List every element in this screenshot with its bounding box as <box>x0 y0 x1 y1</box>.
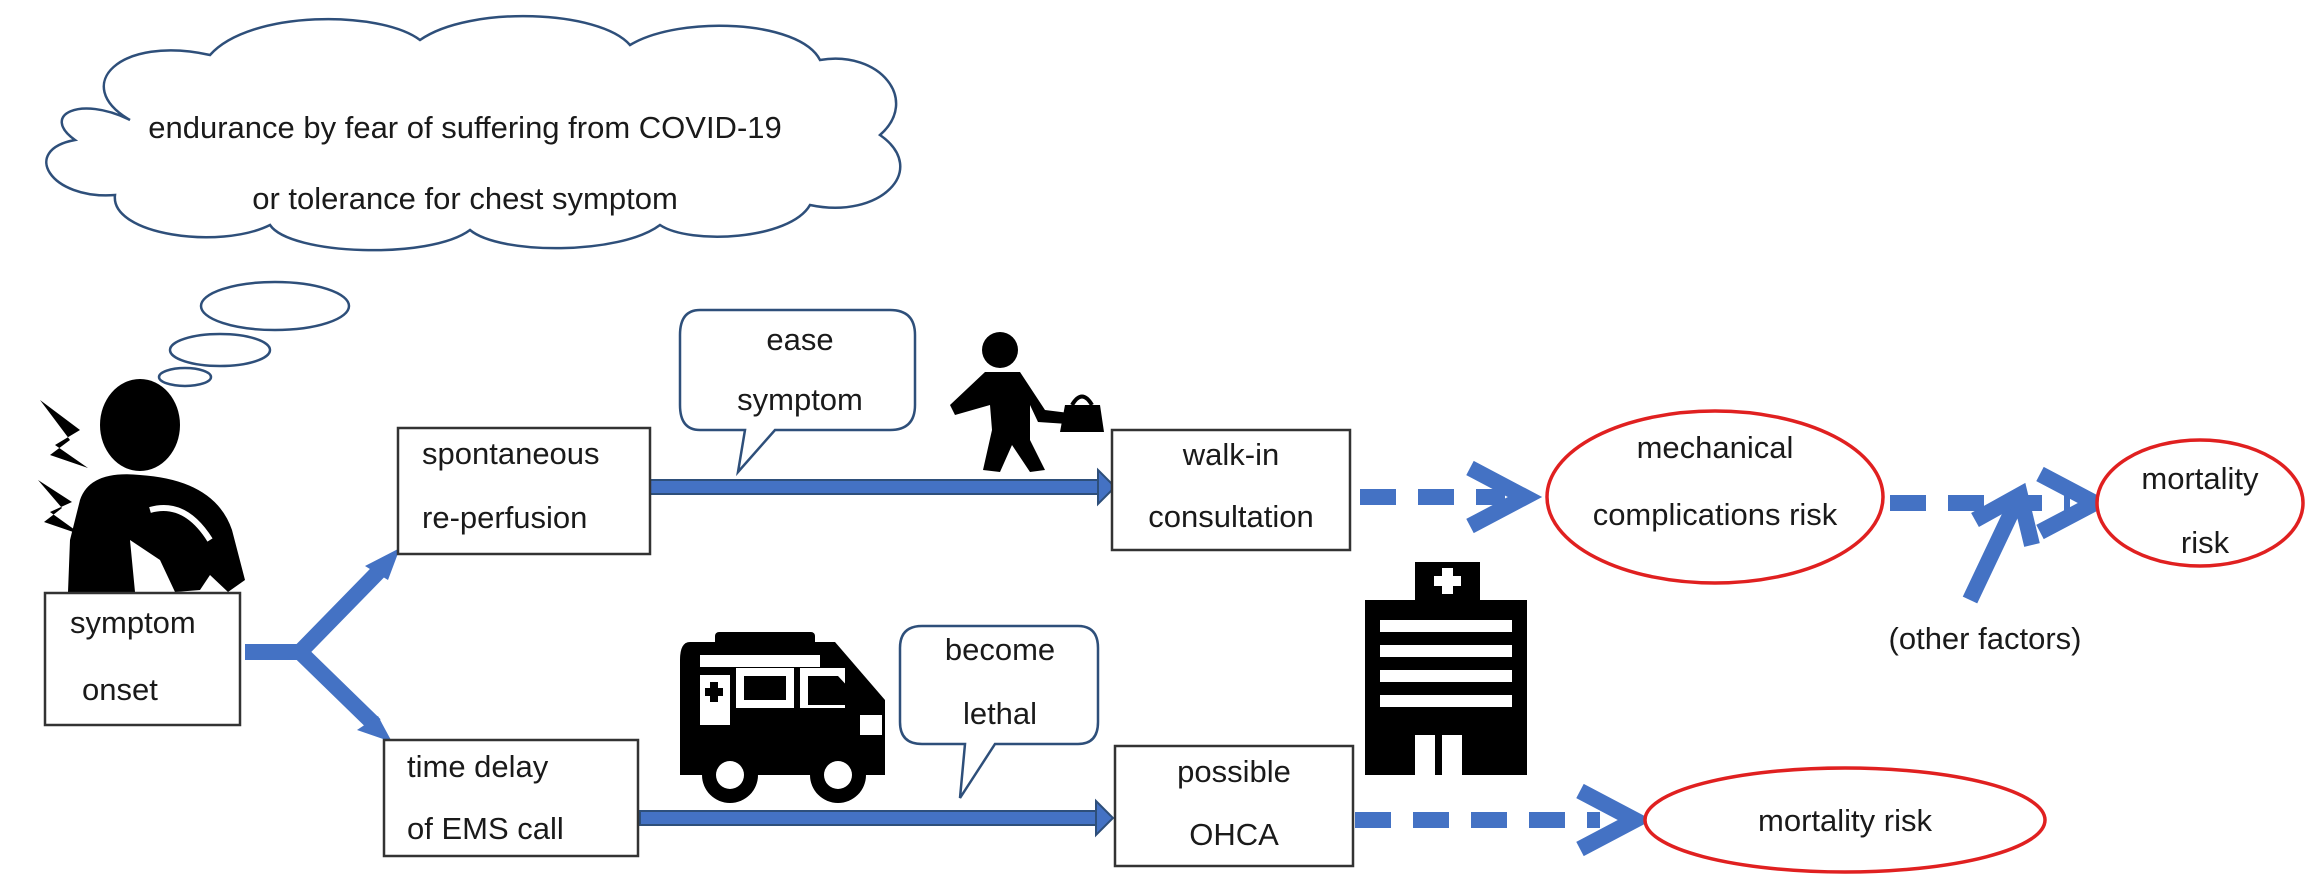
ohca-line-2: OHCA <box>1189 817 1279 852</box>
walk-in-line-1: walk-in <box>1182 437 1279 472</box>
mortality-top-line-1: mortality <box>2141 461 2259 496</box>
lightning-icon <box>38 400 88 535</box>
ohca-box: possible OHCA <box>1113 744 1355 868</box>
time-delay-box: time delay of EMS call <box>382 738 640 858</box>
mechanical-line-2: complications risk <box>1593 497 1838 532</box>
mechanical-complications-ellipse: mechanical complications risk <box>1545 409 1885 585</box>
mortality-risk-top-ellipse: mortality risk <box>2095 438 2305 568</box>
symptom-onset-line-1: symptom <box>70 605 196 640</box>
ease-symptom-bubble: ease symptom <box>678 308 917 477</box>
dashed-arrow-ohca-to-mortality <box>1355 783 1653 857</box>
dashed-arrow-walkin-to-mechanical <box>1360 460 1543 534</box>
mortality-top-line-2: risk <box>2181 525 2230 560</box>
thought-dot-large <box>199 280 351 332</box>
thought-dot-medium <box>168 332 272 368</box>
arrow-spontaneous-to-walkin <box>649 467 1117 507</box>
walking-person-icon <box>950 332 1104 472</box>
dashed-arrow-mechanical-to-mortality <box>1890 466 2113 540</box>
mortality-bottom-label: mortality risk <box>1758 803 1932 838</box>
thought-line-1: endurance by fear of suffering from COVI… <box>148 110 782 145</box>
lethal-bubble-line-1: become <box>945 632 1055 667</box>
hospital-icon <box>1365 562 1527 775</box>
walk-in-line-2: consultation <box>1148 499 1313 534</box>
symptom-onset-line-2: onset <box>82 672 158 707</box>
person-chest-pain-icon <box>68 379 245 592</box>
ease-bubble-line-2: symptom <box>737 382 863 417</box>
lethal-bubble-line-2: lethal <box>963 696 1037 731</box>
arrow-delay-to-ohca <box>639 798 1115 838</box>
thought-line-2: or tolerance for chest symptom <box>252 181 678 216</box>
ambulance-icon <box>680 632 885 803</box>
walk-in-box: walk-in consultation <box>1110 428 1352 552</box>
time-delay-line-2: of EMS call <box>407 811 564 846</box>
time-delay-line-1: time delay <box>407 749 549 784</box>
thought-cloud: endurance by fear of suffering from COVI… <box>45 14 902 388</box>
ease-bubble-line-1: ease <box>766 322 833 357</box>
ohca-line-1: possible <box>1177 754 1291 789</box>
become-lethal-bubble: become lethal <box>898 624 1100 799</box>
spontaneous-line-1: spontaneous <box>422 436 600 471</box>
arrow-other-factors <box>1962 482 2040 604</box>
mortality-risk-bottom-ellipse: mortality risk <box>1643 766 2047 874</box>
fork-arrow <box>245 548 400 742</box>
mechanical-line-1: mechanical <box>1637 430 1794 465</box>
spontaneous-line-2: re-perfusion <box>422 500 587 535</box>
symptom-onset-box: symptom onset <box>43 591 242 727</box>
spontaneous-box: spontaneous re-perfusion <box>396 426 652 556</box>
thought-dot-small <box>157 366 213 388</box>
other-factors-label: (other factors) <box>1889 621 2082 656</box>
